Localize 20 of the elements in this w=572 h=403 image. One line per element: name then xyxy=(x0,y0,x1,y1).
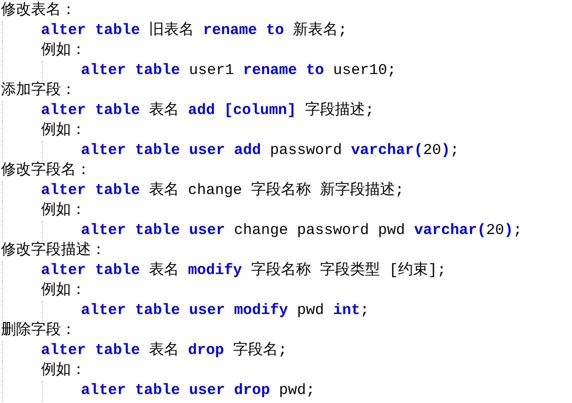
example-label: 例如： xyxy=(41,201,86,221)
example-label: 例如： xyxy=(41,281,86,301)
code-line: alter table user1 rename to user10; xyxy=(81,61,396,81)
example-label: 例如： xyxy=(41,361,86,381)
code-line: alter table user change password pwd varchar(20); xyxy=(81,221,522,241)
section-heading: 修改字段名： xyxy=(1,161,91,181)
code-line: alter table user drop pwd; xyxy=(81,381,316,401)
example-label: 例如： xyxy=(41,121,86,141)
section-heading: 修改字段描述： xyxy=(1,241,106,261)
section-heading: 修改表名： xyxy=(1,1,76,21)
code-line: alter table 表名 change 字段名称 新字段描述; xyxy=(41,181,404,201)
section-heading: 删除字段： xyxy=(1,321,76,341)
section-heading: 添加字段： xyxy=(1,81,76,101)
code-line: alter table user add password varchar(20); xyxy=(81,141,460,161)
code-line: alter table 表名 modify 字段名称 字段类型 [约束]; xyxy=(41,261,446,281)
code-line: alter table 旧表名 rename to 新表名; xyxy=(41,21,348,41)
example-label: 例如： xyxy=(41,41,86,61)
code-line: alter table user modify pwd int; xyxy=(81,301,370,321)
code-line: alter table 表名 add [column] 字段描述; xyxy=(41,101,374,121)
code-line: alter table 表名 drop 字段名; xyxy=(41,341,288,361)
